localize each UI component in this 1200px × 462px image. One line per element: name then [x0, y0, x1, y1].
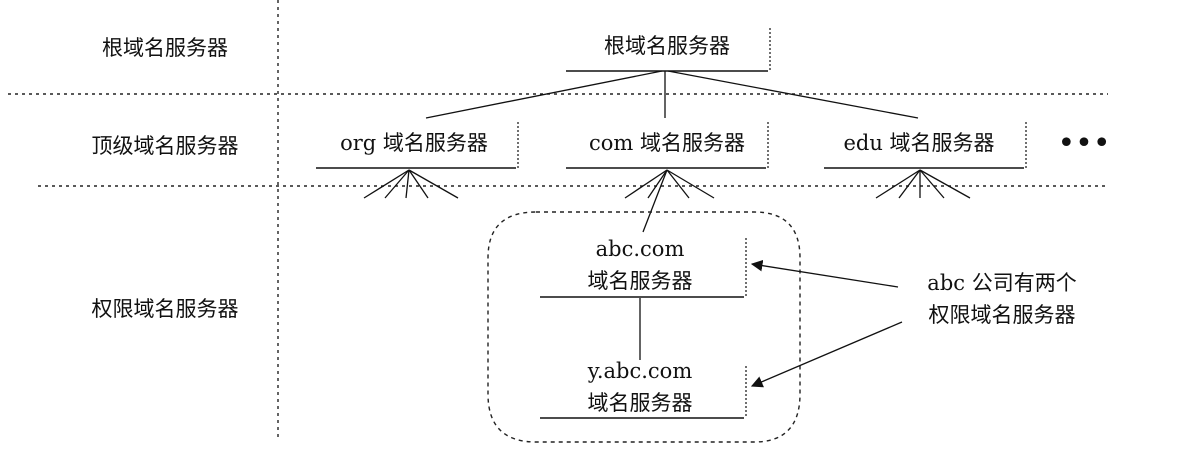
org-server-label: org 域名服务器	[340, 131, 488, 155]
annotation: abc 公司有两个 权限域名服务器	[750, 259, 1077, 388]
y-abc-server-domain: y.abc.com	[587, 359, 693, 383]
ellipsis-more-servers: •••	[1057, 126, 1110, 161]
com-fanout	[624, 169, 715, 199]
com-server-label: com 域名服务器	[589, 131, 745, 155]
edge-com-abc	[642, 169, 668, 233]
y-abc-server-node: y.abc.com 域名服务器	[540, 359, 747, 419]
com-server-node: com 域名服务器	[566, 122, 769, 169]
level-label-authoritative: 权限域名服务器	[92, 297, 239, 321]
edge-root-org	[425, 70, 663, 119]
annotation-arrow-y	[750, 321, 903, 388]
y-abc-server-label: 域名服务器	[588, 391, 693, 415]
edu-fanout	[875, 169, 971, 199]
edu-server-label: edu 域名服务器	[843, 131, 994, 155]
org-fanout	[363, 169, 459, 199]
abc-server-node: abc.com 域名服务器	[540, 237, 747, 298]
root-server-label: 根域名服务器	[604, 34, 730, 58]
level-label-tld: 顶级域名服务器	[92, 134, 239, 158]
root-server-node: 根域名服务器	[566, 28, 771, 72]
level-label-root: 根域名服务器	[102, 36, 228, 60]
annotation-line1: abc 公司有两个	[927, 271, 1076, 295]
edge-root-edu	[667, 70, 919, 119]
tree-edges	[425, 70, 919, 360]
abc-server-domain: abc.com	[596, 237, 685, 261]
org-server-node: org 域名服务器	[316, 122, 519, 169]
abc-server-label: 域名服务器	[588, 269, 693, 293]
annotation-line2: 权限域名服务器	[929, 303, 1076, 327]
abc-company-zone	[487, 211, 801, 443]
annotation-arrow-abc	[750, 259, 899, 288]
edu-server-node: edu 域名服务器	[824, 122, 1027, 169]
